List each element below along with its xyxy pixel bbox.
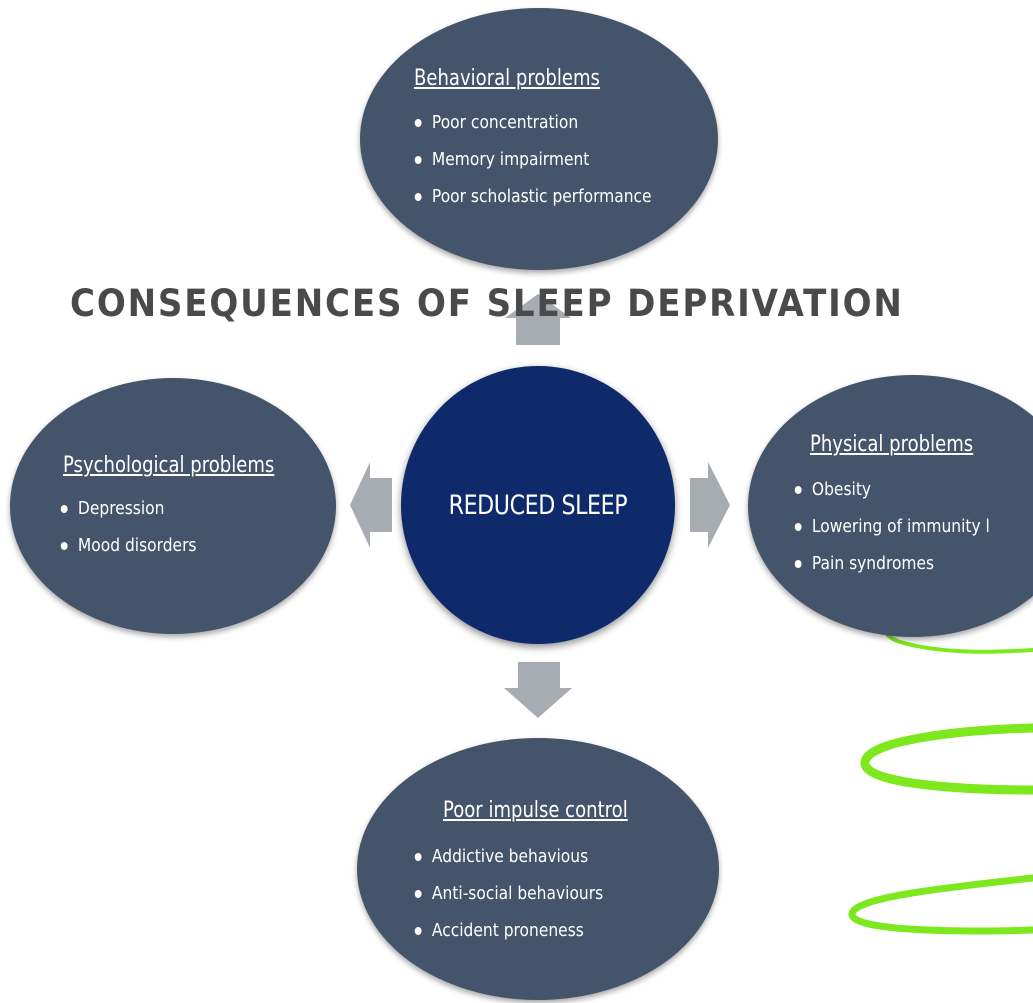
list-item: Lowering of immunity l [793, 514, 990, 551]
arrow-up [505, 294, 571, 345]
arrow-down [504, 662, 572, 718]
behavioral-problems-title: Behavioral problems [414, 66, 600, 91]
green-swirl-decoration [848, 610, 1033, 935]
poor-impulse-control-title: Poor impulse control [443, 798, 628, 823]
list-item: Poor concentration [413, 110, 652, 147]
list-item: Depression [59, 496, 197, 533]
list-item: Obesity [793, 477, 990, 514]
list-item: Memory impairment [413, 147, 652, 184]
list-item: Pain syndromes [793, 551, 990, 588]
reduced-sleep-label: REDUCED SLEEP [448, 489, 628, 521]
arrow-right [690, 462, 730, 548]
psychological-problems-title: Psychological problems [63, 453, 275, 478]
behavioral-problems-list: Poor concentration Memory impairment Poo… [413, 110, 690, 221]
poor-impulse-control-node [357, 738, 719, 1000]
page-title: CONSEQUENCES OF SLEEP DEPRIVATION [70, 282, 904, 325]
list-item: Mood disorders [59, 533, 197, 570]
behavioral-problems-node [360, 8, 718, 270]
physical-problems-node [748, 375, 1033, 637]
list-item: Addictive behavious [413, 844, 603, 881]
list-item: Anti-social behaviours [413, 881, 603, 918]
physical-problems-list: Obesity Lowering of immunity l Pain synd… [793, 477, 1022, 588]
physical-problems-title: Physical problems [810, 432, 974, 457]
list-item: Accident proneness [413, 918, 603, 955]
poor-impulse-control-list: Addictive behavious Anti-social behaviou… [413, 844, 634, 955]
psychological-problems-list: Depression Mood disorders [59, 496, 219, 570]
arrow-left [350, 462, 392, 548]
reduced-sleep-node: REDUCED SLEEP [401, 366, 675, 644]
list-item: Poor scholastic performance [413, 184, 652, 221]
